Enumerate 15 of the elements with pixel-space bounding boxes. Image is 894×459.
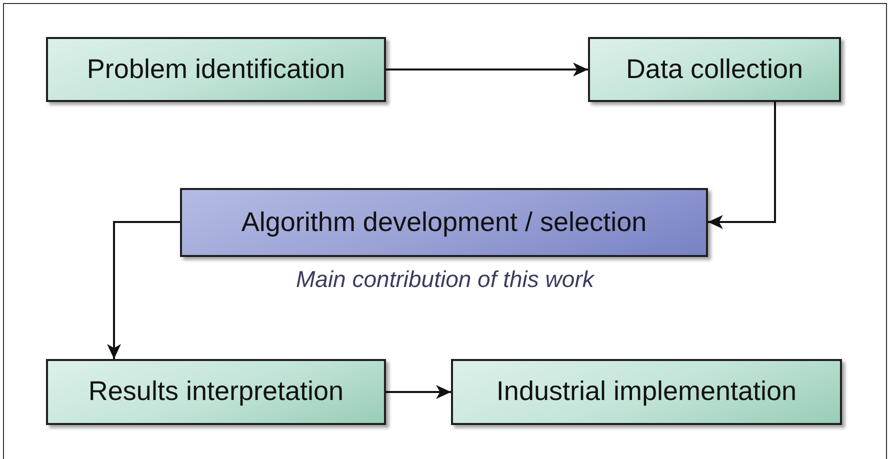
arrow: [107, 221, 180, 359]
box-label: Problem identification: [86, 54, 346, 84]
process-box: [451, 359, 842, 425]
box-label: Industrial implementation: [496, 377, 797, 407]
caption-text: Main contribution of this work: [296, 266, 594, 294]
arrow: [386, 385, 451, 399]
process-box: [588, 37, 841, 102]
process-box: [46, 359, 386, 425]
process-box: [180, 188, 708, 257]
arrow: [708, 102, 776, 229]
arrow: [386, 62, 588, 76]
box-label: Results interpretation: [88, 377, 344, 407]
box-label: Algorithm development / selection: [241, 208, 647, 238]
box-label: Data collection: [626, 54, 804, 84]
process-box: [46, 37, 386, 102]
